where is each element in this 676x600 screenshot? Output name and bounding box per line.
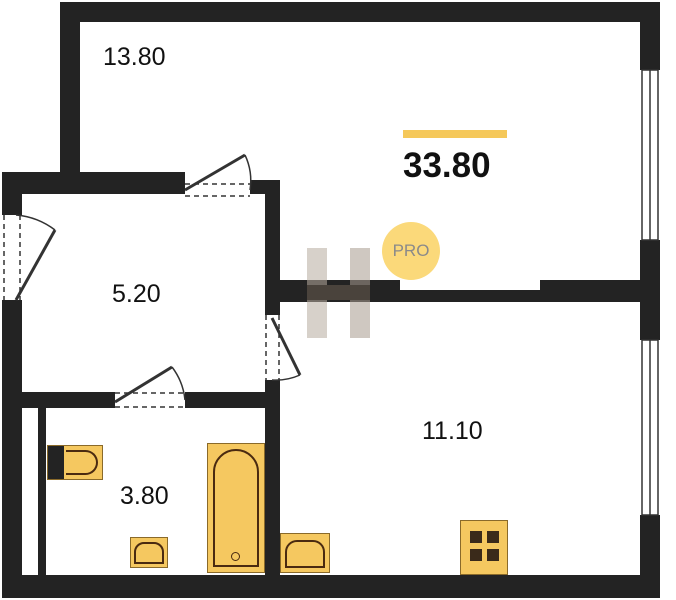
wall-middle-b bbox=[400, 290, 540, 302]
wall-top bbox=[60, 2, 660, 22]
toilet bbox=[47, 445, 103, 480]
wall-shaft bbox=[38, 408, 46, 575]
bathroom-sink bbox=[130, 537, 168, 568]
stove bbox=[460, 520, 508, 575]
wall-hall-top bbox=[2, 172, 185, 194]
door-bathroom[interactable] bbox=[114, 365, 186, 408]
logo-watermark bbox=[307, 248, 370, 338]
wall-bottom bbox=[2, 575, 660, 598]
room-area-hallway: 5.20 bbox=[112, 280, 161, 308]
wall-middle-c bbox=[540, 280, 640, 302]
wall-hall-bath-left bbox=[22, 392, 115, 408]
door-bedroom[interactable] bbox=[184, 153, 252, 197]
room-area-kitchen: 11.10 bbox=[422, 417, 483, 445]
wall-hall-bath-right bbox=[185, 392, 280, 408]
pro-badge: PRO bbox=[382, 222, 440, 280]
door-kitchen[interactable] bbox=[265, 315, 302, 381]
wall-right-upper bbox=[640, 2, 660, 70]
wall-left-upper bbox=[2, 172, 22, 215]
kitchen-sink bbox=[280, 533, 330, 573]
wall-hall-kitchen-upper bbox=[265, 185, 280, 315]
room-area-bathroom: 3.80 bbox=[120, 482, 169, 510]
room-area-bedroom: 13.80 bbox=[103, 43, 166, 71]
total-area: 33.80 bbox=[403, 146, 491, 185]
wall-left-lower bbox=[2, 300, 22, 598]
bathtub bbox=[207, 443, 265, 573]
wall-right-mid bbox=[640, 240, 660, 340]
wall-hall-kitchen-lower bbox=[265, 380, 280, 575]
accent-bar bbox=[403, 130, 507, 138]
wall-bedroom-left bbox=[60, 2, 80, 185]
door-entrance[interactable] bbox=[3, 214, 57, 301]
